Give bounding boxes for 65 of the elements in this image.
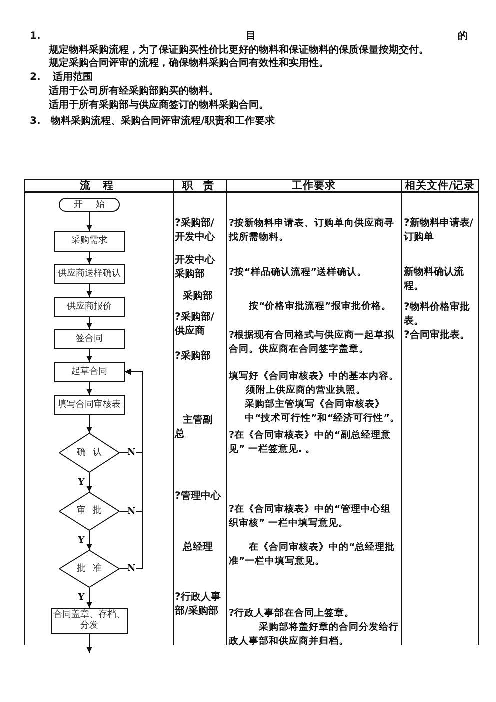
requirement-text: 须附上供应商的营业执照。 — [246, 384, 367, 398]
section-heading: 2. 适用范围 — [30, 71, 94, 84]
requirement-text: 采购部主管填写《合同审核表》中“技术可行性”和“经济可行性”。 — [245, 398, 400, 426]
requirement-text: 采购部将盖好章的合同分发给行政人事部和供应商并归档。 — [229, 621, 399, 649]
arrow — [86, 212, 92, 232]
requirement-text: ?在《合同审核表》中的“副总经理意见” 一栏签意见. 。 — [229, 429, 392, 457]
responsibility-text: 采购部 — [182, 290, 214, 304]
document-text: 新物料确认流程。 — [404, 266, 465, 294]
responsibility-text: ?管理中心 — [175, 490, 222, 504]
requirement-text: ?在《合同审核表》中的“管理中心组织审核” 一栏中填写意见。 — [229, 503, 392, 531]
column-header: 工作要求 — [291, 180, 337, 192]
decision-diamond: 审 批 — [59, 492, 120, 531]
requirement-text: 在《合同审核表》中的“总经理批准”一栏中填写意见。 — [229, 541, 396, 569]
requirement-text: ?行政人事部在合同上签章。 — [229, 607, 356, 621]
section-heading: 3. 物料采购流程、采购合同评审流程/职责和工作要求 — [30, 115, 276, 128]
column-header: 职 责 — [181, 180, 218, 192]
arrow — [86, 348, 92, 362]
section-heading: 1. 目的 — [30, 30, 468, 43]
process-box: 供应商报价 — [54, 297, 125, 317]
arrow — [86, 382, 92, 396]
edge-label: Y — [78, 478, 86, 488]
requirement-text: 填写好《合同审核表》中的基本内容。 — [229, 370, 399, 384]
arrow — [86, 634, 92, 654]
responsibility-text: ?采购部/开发中心 — [175, 217, 216, 245]
responsibility-text: ?采购部/供应商 — [175, 311, 216, 339]
edge-label: N — [128, 448, 136, 458]
edge-label: N — [128, 564, 136, 574]
responsibility-text: 主管副总 — [175, 414, 214, 442]
process-box: 填写合同审核表 — [54, 395, 125, 415]
requirement-text: ?根据现有合同格式与供应商一起草拟合同。供应商在合同签字盖章。 — [229, 329, 396, 357]
process-box: 签合同 — [54, 329, 125, 349]
responsibility-text: ?采购部 — [175, 350, 212, 364]
document-text: ?新物料申请表/订购单 — [404, 217, 474, 245]
arrow — [86, 588, 92, 608]
arrow — [86, 530, 92, 550]
decision-diamond: 确 认 — [59, 433, 120, 473]
process-box: 合同盖章、存档、分发 — [51, 608, 128, 634]
arrow — [120, 369, 144, 570]
document-text: ?合同审批表。 — [404, 329, 471, 343]
edge-label: N — [128, 506, 136, 516]
arrow — [86, 472, 92, 492]
arrow — [86, 284, 92, 298]
paragraph-text: 规定采购合同评审的流程，确保物料采购合同有效性和实用性。 — [49, 57, 330, 70]
process-box: 采购需求 — [54, 231, 125, 252]
decision-diamond: 批 准 — [59, 550, 120, 588]
document-text: ?物料价格审批表。 — [404, 301, 471, 329]
requirement-text: ?按新物料申请表、订购单向供应商寻找所需物料。 — [229, 217, 396, 245]
edge-label: Y — [78, 536, 86, 546]
arrow — [86, 252, 92, 264]
edge-label: Y — [78, 593, 86, 603]
responsibility-text: 总经理 — [182, 541, 214, 555]
arrow — [86, 414, 92, 434]
arrow — [86, 316, 92, 330]
requirement-text: 按“价格审批流程”报审批价格。 — [248, 300, 392, 314]
process-box: 起草合同 — [54, 362, 125, 382]
paragraph-text: 规定物料采购流程，为了保证购买性价比更好的物料和保证物料的保质保量按期交付。 — [49, 44, 430, 57]
responsibility-text: 开发中心采购部 — [175, 254, 216, 282]
column-header: 相关文件/记录 — [404, 180, 476, 192]
responsibility-text: ?行政人事部/采购部 — [175, 591, 222, 619]
paragraph-text: 适用于所有采购部与供应商签订的物料采购合同。 — [49, 99, 270, 112]
process-box: 供应商送样确认 — [54, 264, 125, 284]
requirement-text: ?按“样品确认流程”送样确认。 — [229, 266, 368, 280]
paragraph-text: 适用于公司所有经采购部购买的物料。 — [49, 85, 220, 98]
column-header: 流 程 — [79, 180, 119, 192]
start-terminal: 开 始 — [59, 198, 120, 212]
